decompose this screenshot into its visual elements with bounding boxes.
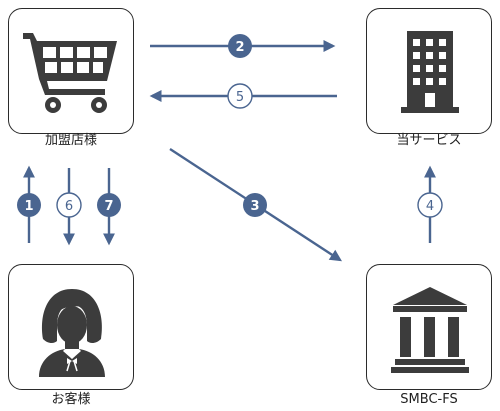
step-badge-2: 2	[228, 34, 252, 58]
bank-label: SMBC-FS	[400, 392, 458, 407]
step-badge-1: 1	[17, 193, 41, 217]
step-number-6: 6	[65, 199, 73, 214]
step-badge-7: 7	[97, 193, 121, 217]
customer-node	[8, 264, 134, 390]
bank-node	[366, 264, 492, 390]
step-number-7: 7	[104, 199, 113, 214]
step-badge-4: 4	[417, 192, 443, 218]
step-badge-3: 3	[243, 193, 267, 217]
step-number-3: 3	[250, 199, 259, 214]
step-number-5: 5	[236, 90, 244, 105]
step-badge-5: 5	[227, 83, 253, 109]
service-label: 当サービス	[396, 133, 462, 148]
step-number-2: 2	[235, 40, 244, 55]
step-number-4: 4	[426, 199, 434, 214]
customer-label: お客様	[51, 392, 91, 407]
merchant-node	[8, 8, 134, 134]
service-node	[366, 8, 492, 134]
shopping-cart-icon	[23, 33, 117, 113]
bank-icon	[391, 287, 469, 373]
person-icon	[39, 289, 105, 377]
office-building-icon	[401, 31, 459, 113]
step-badge-6: 6	[56, 192, 82, 218]
merchant-label: 加盟店様	[44, 133, 97, 148]
step-number-1: 1	[24, 199, 33, 214]
